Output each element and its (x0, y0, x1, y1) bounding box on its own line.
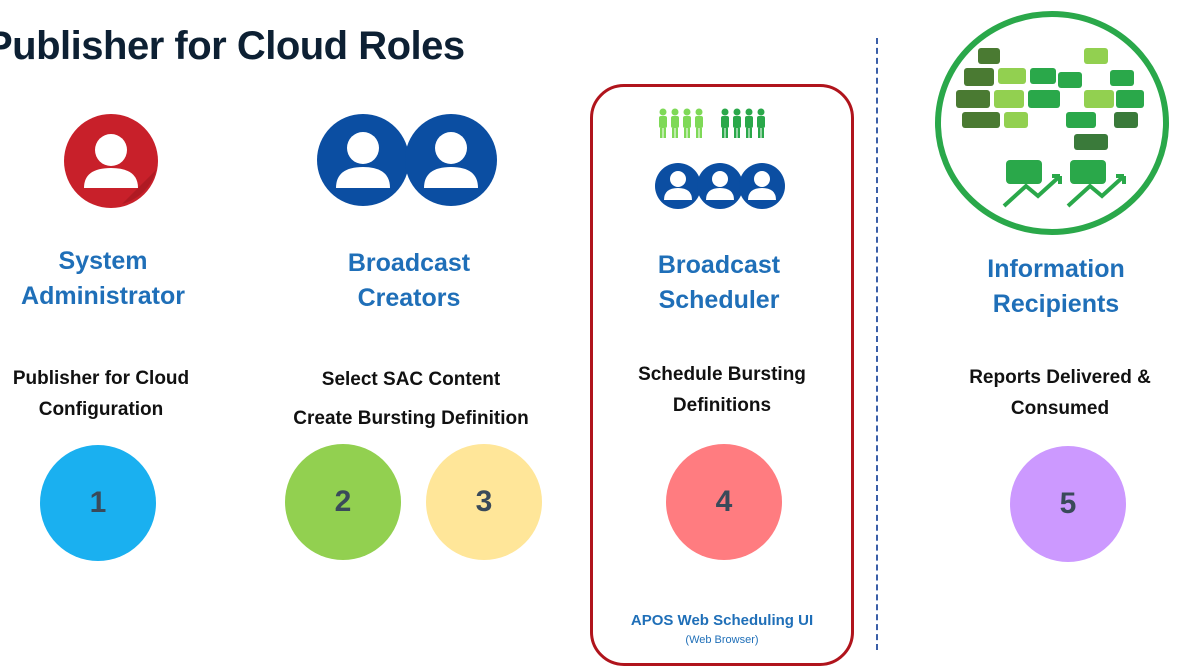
role-title-line: Administrator (21, 282, 185, 310)
role-title-broadcast-creators: Broadcast Creators (279, 246, 539, 316)
role-desc-line: Consumed (1010, 398, 1110, 419)
role-title-line: System (58, 247, 148, 275)
role-desc-line: Create Bursting Definition (293, 408, 529, 429)
step-5-circle: 5 (1010, 446, 1126, 562)
role-desc-broadcast-scheduler: Schedule Bursting Definitions (572, 359, 872, 421)
section-divider (876, 38, 878, 650)
role-title-line: Information (987, 255, 1125, 283)
step-number: 3 (475, 485, 493, 518)
step-2-circle: 2 (285, 444, 401, 560)
step-3-circle: 3 (426, 444, 542, 560)
role-desc-information-recipients: Reports Delivered & Consumed (910, 362, 1182, 424)
role-desc-line: Configuration (38, 399, 164, 420)
two-users-icon (317, 114, 497, 206)
scheduler-tool-sub: (Web Browser) (685, 634, 759, 646)
role-title-line: Scheduler (658, 286, 780, 314)
role-title-line: Broadcast (657, 251, 781, 279)
step-number: 1 (89, 486, 107, 519)
scheduler-tool-name: APOS Web Scheduling UI (630, 612, 814, 629)
step-number: 5 (1059, 487, 1077, 520)
role-desc-line: Publisher for Cloud (12, 368, 190, 389)
role-title-line: Broadcast (347, 249, 471, 277)
role-title-information-recipients: Information Recipients (926, 252, 1182, 322)
single-user-icon (64, 114, 158, 208)
role-title-broadcast-scheduler: Broadcast Scheduler (589, 248, 849, 318)
step-number: 2 (334, 485, 352, 518)
role-desc-broadcast-creators: Select SAC Content Create Bursting Defin… (261, 360, 561, 438)
role-desc-line: Reports Delivered & (969, 367, 1151, 388)
role-title-system-administrator: System Administrator (0, 244, 233, 314)
scheduler-highlight-box (590, 84, 854, 666)
crowd-growth-icon (935, 11, 1169, 235)
step-4-circle: 4 (666, 444, 782, 560)
step-1-circle: 1 (40, 445, 156, 561)
role-desc-line: Select SAC Content (321, 369, 501, 390)
user-group-icon (655, 108, 785, 209)
role-desc-system-administrator: Publisher for Cloud Configuration (0, 363, 251, 425)
role-title-line: Recipients (992, 290, 1120, 318)
role-title-line: Creators (357, 284, 461, 312)
step-number: 4 (715, 485, 733, 518)
role-desc-line: Schedule Bursting (638, 364, 806, 385)
role-desc-line: Definitions (672, 395, 772, 416)
page-title: Publisher for Cloud Roles (0, 24, 465, 68)
